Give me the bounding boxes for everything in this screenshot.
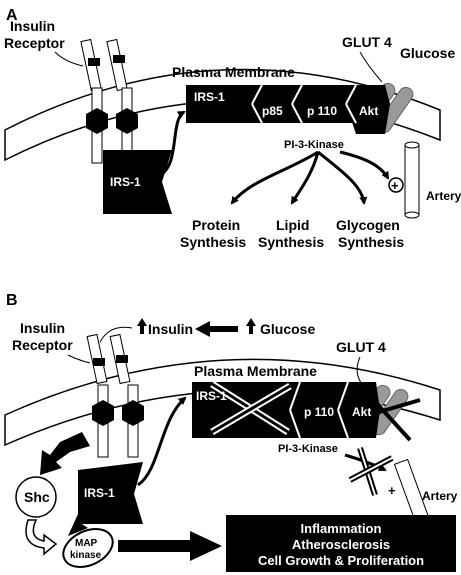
insulin-receptor-b [86, 326, 144, 458]
irs1-free-a [103, 150, 172, 214]
arrow-irs1-to-complex-a [159, 110, 186, 177]
artery-label-b: Artery [422, 489, 458, 503]
irs1-box-label-a: IRS-1 [194, 90, 225, 104]
receptor-pointer-a [54, 51, 84, 67]
protein-synthesis-1: Protein [192, 217, 240, 233]
insulin-up-arrow [137, 318, 147, 334]
arrow-shc-to-map [25, 519, 58, 556]
outcome-atherosclerosis: Atherosclerosis [292, 537, 390, 552]
arrow-irs1-to-map [68, 506, 96, 536]
glucose-to-insulin-arrow [195, 321, 238, 337]
p85-label-a: p85 [262, 104, 283, 118]
protein-synthesis-2: Synthesis [180, 234, 246, 250]
irs1-box-label-b: IRS-1 [196, 389, 227, 403]
pi3k-complex-a [186, 84, 390, 134]
arrow-lipid-a [290, 151, 320, 205]
artery-label-a: Artery [426, 189, 461, 203]
plasma-membrane-label-a: Plasma Membrane [172, 64, 295, 80]
irs1-free-label-b: IRS-1 [84, 486, 115, 500]
map-kinase-ellipse [62, 528, 114, 568]
arrow-irs1-to-complex-b [137, 396, 187, 487]
outcome-inflammation: Inflammation [301, 521, 382, 536]
panel-a: A Insulin Receptor Plasma Membrane GLUT … [4, 7, 461, 250]
arrow-protein-a [230, 150, 319, 205]
glycogen-synthesis-2: Synthesis [338, 234, 404, 250]
irs1-free-b [78, 462, 143, 524]
arrow-artery-a [339, 150, 390, 180]
lipid-synthesis-2: Synthesis [258, 234, 324, 250]
lipid-synthesis-1: Lipid [276, 217, 309, 233]
insulin-receptor-a [80, 38, 138, 164]
glut4-label-b: GLUT 4 [336, 339, 386, 355]
plasma-membrane-label-b: Plasma Membrane [194, 363, 317, 379]
shc-label: Shc [24, 489, 50, 505]
panel-b: B Insulin Receptor Insulin Glucose GLUT … [4, 292, 458, 572]
arrow-map-to-outcome [118, 531, 222, 561]
glucose-label-a: Glucose [400, 45, 455, 61]
p110-label-a: p 110 [307, 104, 337, 118]
pi3k-complex-b [192, 381, 380, 439]
pi3k-label-b: PI-3-Kinase [278, 443, 338, 455]
panel-a-letter: A [6, 7, 18, 24]
insulin-receptor-label-b-1: Insulin [20, 320, 65, 336]
akt-label-a: Akt [359, 104, 378, 118]
glucose-up-arrow [246, 318, 256, 334]
map-label-1: MAP [75, 538, 98, 549]
insulin-label-b: Insulin [148, 321, 193, 337]
arrow-receptor-to-shc [40, 432, 90, 475]
plus-sign-b: + [388, 483, 396, 498]
artery-a [404, 141, 420, 219]
glycogen-synthesis-1: Glycogen [336, 217, 400, 233]
outcome-cell-growth: Cell Growth & Proliferation [258, 553, 424, 568]
map-label-2: kinase [70, 550, 102, 561]
panel-b-letter: B [6, 292, 18, 309]
arrow-glycogen-a [317, 150, 368, 205]
plus-sign-a: + [391, 178, 399, 193]
insulin-receptor-label-b-2: Receptor [12, 337, 73, 353]
insulin-receptor-label-a-2: Receptor [4, 35, 65, 51]
glut4-label-a: GLUT 4 [342, 34, 392, 50]
p110-label-b: p 110 [304, 405, 334, 419]
insulin-receptor-label-a-1: Insulin [10, 18, 55, 34]
outcome-box [226, 515, 456, 572]
shc-circle [15, 476, 57, 518]
glucose-label-b: Glucose [260, 321, 315, 337]
irs1-free-label-a: IRS-1 [110, 175, 141, 189]
akt-label-b: Akt [352, 405, 371, 419]
pi3k-label-a: PI-3-Kinase [284, 139, 344, 151]
